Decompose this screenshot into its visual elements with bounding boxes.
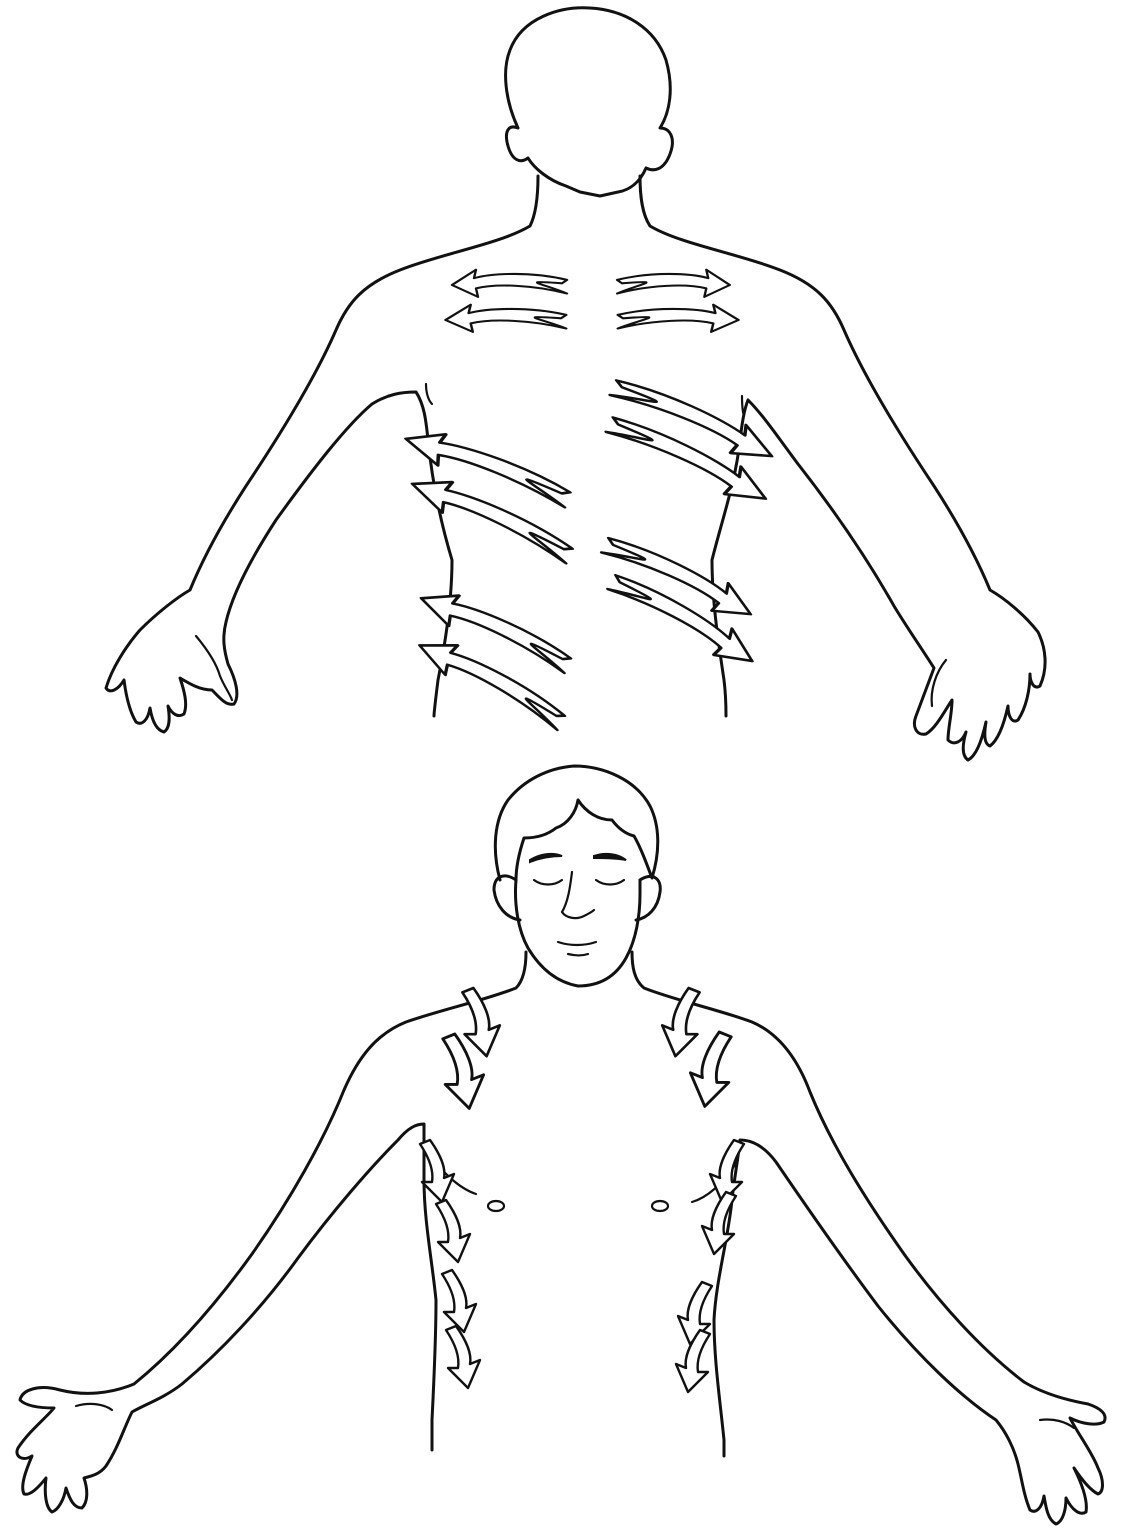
front-side-arrows [420,1140,744,1392]
front-arrow-8 [446,1326,480,1388]
front-left-nipple [488,1201,504,1211]
front-lower-lip [568,954,588,956]
front-arrow-1 [462,988,499,1056]
front-left-palm-line [76,1404,112,1410]
front-face [516,880,641,986]
back-view-figure [106,8,1045,760]
back-arrow-1 [452,270,567,297]
back-arrow-2 [446,305,567,332]
front-arrow-3 [662,988,699,1056]
back-head [506,8,673,196]
front-right-palm-line [1040,1419,1074,1428]
back-arrow-3 [617,270,730,297]
back-lower-arrows [413,527,761,733]
front-left-eye [534,880,562,885]
front-shoulder-arrows [443,988,731,1108]
front-left-brow [530,854,562,862]
front-arrow-7 [442,1270,476,1332]
front-arrow-6 [436,1200,470,1262]
front-view-figure [17,766,1105,1524]
back-left-armpit-line [426,384,432,404]
front-hair [495,766,657,880]
back-mid-arrows [401,369,779,566]
back-upper-arrows [446,270,739,332]
front-mouth [558,942,596,945]
back-arrow-8 [604,407,773,511]
back-arrow-4 [618,305,739,332]
front-arrow-4 [690,1032,731,1106]
front-body-outline-right [632,952,1105,1524]
back-right-armpit-line [742,396,744,416]
front-right-nipple [652,1201,668,1211]
front-right-eye [596,880,624,885]
front-arrow-10 [702,1192,736,1254]
front-arrow-12 [676,1330,710,1392]
front-right-brow [594,854,626,860]
front-nose [562,872,594,918]
